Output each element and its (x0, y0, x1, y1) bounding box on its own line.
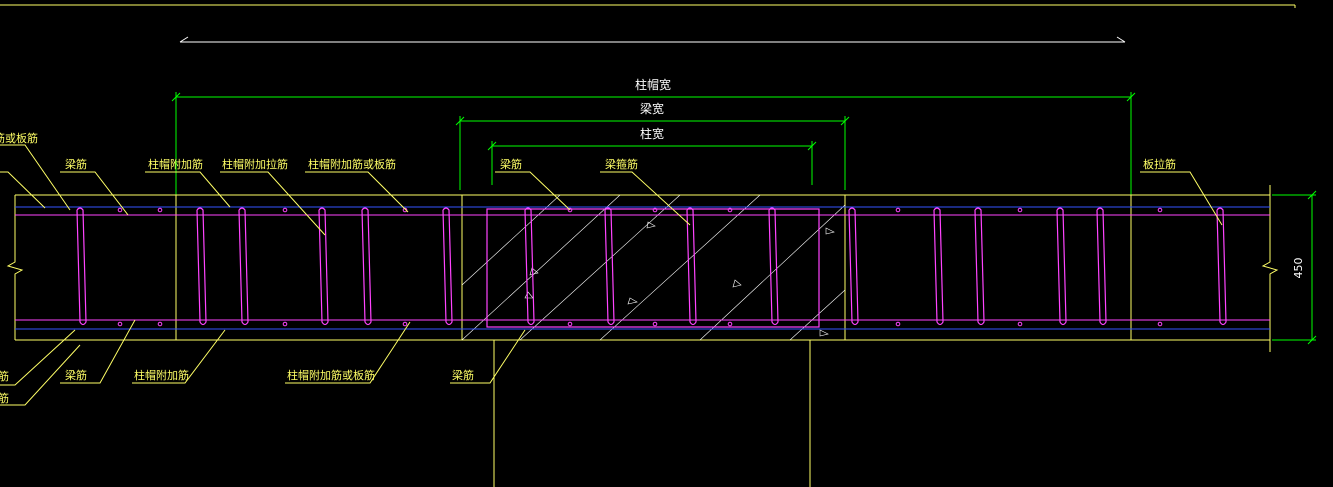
label-bottom-left-cut-a: 筋 (0, 369, 9, 383)
label-top-beam-stirrup: 梁箍筋 (605, 157, 638, 171)
label-top-cap-add-or-slab: 柱帽附加筋或板筋 (308, 157, 396, 171)
label-bottom-cap-add-or-slab: 柱帽附加筋或板筋 (287, 368, 375, 382)
label-top-cap-add: 柱帽附加筋 (148, 157, 203, 171)
dim-beam-width-text: 梁宽 (640, 101, 664, 116)
bar-dot (652, 321, 658, 327)
label-top-left-cut: 筋或板筋 (0, 131, 38, 145)
bar-dot (282, 207, 288, 213)
dim-depth-text: 450 (1292, 258, 1305, 279)
bar-dot (895, 321, 901, 327)
dim-column-width-text: 柱宽 (640, 126, 664, 141)
dim-column-width: 柱宽 (487, 126, 817, 185)
stirrup (238, 207, 249, 326)
bar-dot (1017, 321, 1023, 327)
label-top-beam-bar: 梁筋 (65, 157, 87, 171)
bar-dot (157, 207, 163, 213)
stirrup (1096, 207, 1107, 326)
dim-depth: 450 (1272, 190, 1317, 345)
stirrup (76, 207, 87, 326)
bar-dot (1017, 207, 1023, 213)
leader-lines (0, 144, 1223, 406)
stirrup (933, 207, 944, 326)
stirrup (442, 207, 453, 326)
overall-leader-line (179, 36, 1126, 43)
labels: 筋或板筋 梁筋 柱帽附加筋 柱帽附加拉筋 柱帽附加筋或板筋 梁筋 梁箍筋 板拉筋… (0, 131, 1176, 405)
dim-beam-width: 梁宽 (455, 101, 850, 190)
bar-dot (652, 207, 658, 213)
bar-dot (402, 207, 408, 213)
bar-dot (727, 207, 733, 213)
stirrup (318, 207, 329, 326)
dim-capital-width-text: 柱帽宽 (635, 77, 671, 92)
bar-dot (117, 321, 123, 327)
concrete-hatch (461, 194, 846, 341)
stirrup (361, 207, 372, 326)
stirrup (1216, 207, 1227, 326)
bar-dot (567, 207, 573, 213)
bar-dot (402, 321, 408, 327)
bar-dot (157, 321, 163, 327)
bar-dot (1157, 207, 1163, 213)
stirrup (604, 207, 615, 326)
bar-dot (282, 321, 288, 327)
bar-dot (895, 207, 901, 213)
stirrup (524, 207, 535, 326)
bar-dots-group (117, 207, 1163, 327)
dim-capital-width: 柱帽宽 (171, 77, 1136, 195)
longitudinal-bars (15, 206, 1270, 330)
label-bottom-beam-bar: 梁筋 (65, 368, 87, 382)
bar-dot (117, 207, 123, 213)
bar-dot (727, 321, 733, 327)
stirrup (686, 207, 697, 326)
label-bottom-beam-bar-center: 梁筋 (452, 368, 474, 382)
label-bottom-cap-add: 柱帽附加筋 (134, 368, 189, 382)
label-top-cap-add-tie: 柱帽附加拉筋 (222, 157, 288, 171)
label-bottom-left-cut-b: 筋 (0, 391, 9, 405)
stirrup (196, 207, 207, 326)
stirrup (974, 207, 985, 326)
label-top-slab-tie: 板拉筋 (1143, 157, 1176, 171)
label-top-beam-bar-center: 梁筋 (500, 157, 522, 171)
stirrup (768, 207, 779, 326)
slab-outline (6, 185, 1279, 487)
bar-dot (1157, 321, 1163, 327)
bar-dot (567, 321, 573, 327)
stirrup-group (76, 207, 1227, 326)
stirrup (1056, 207, 1067, 326)
stirrup (848, 207, 859, 326)
